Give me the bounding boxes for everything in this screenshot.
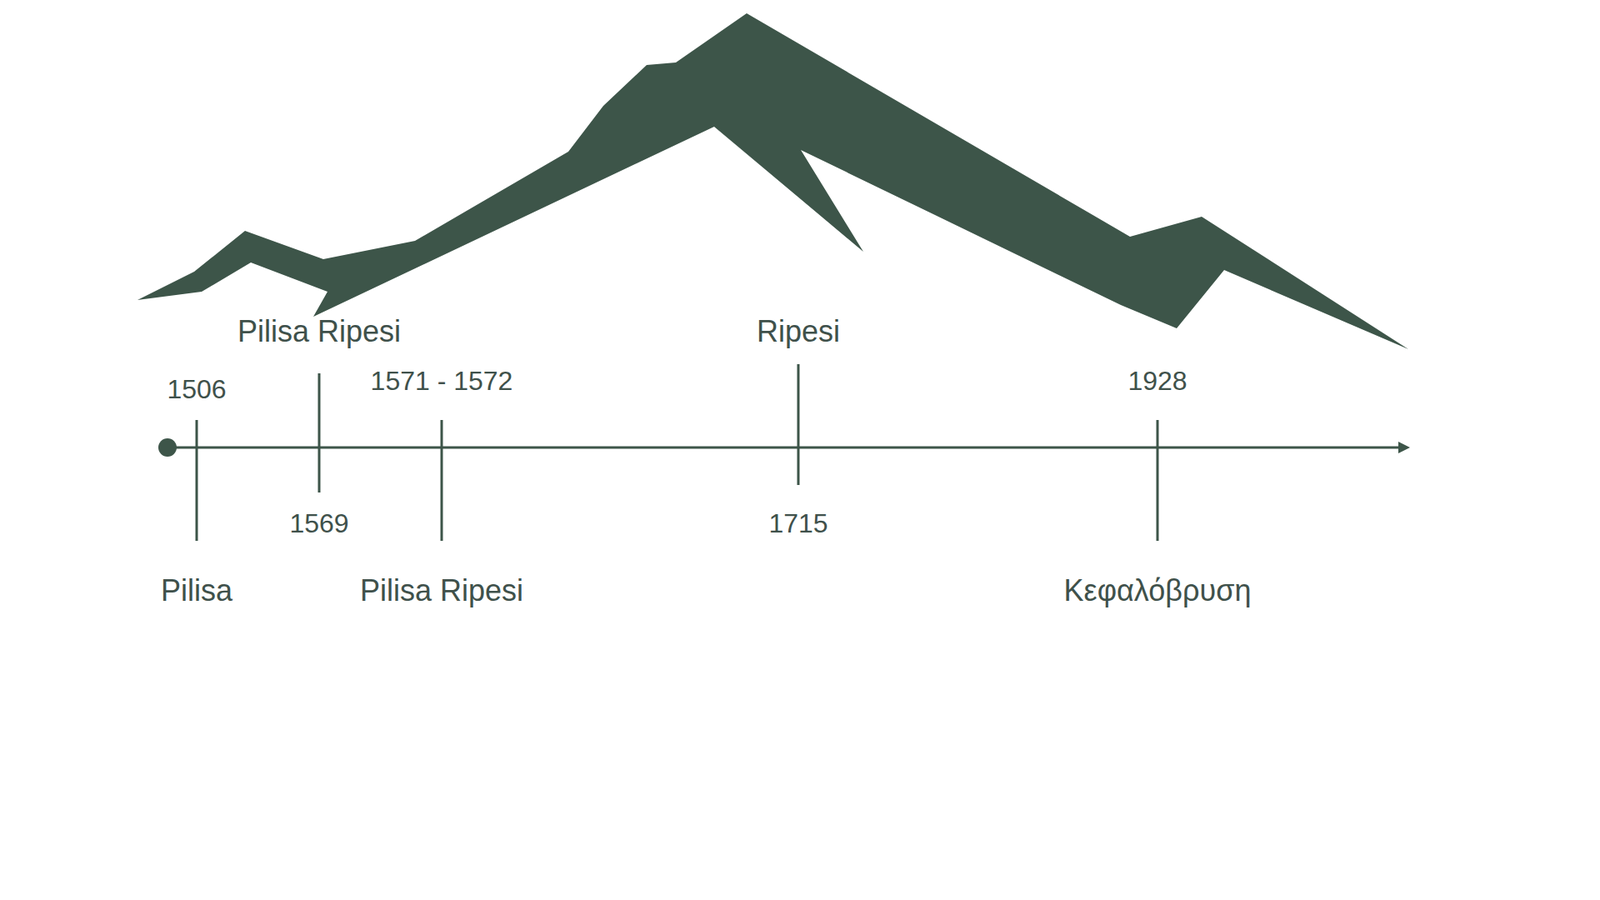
place-name: Pilisa Ripesi [237,314,401,349]
timeline-axis [167,446,1400,450]
mountain-silhouette [137,13,1409,350]
tick-mark [1156,420,1160,541]
year-label: 1506 [166,374,226,405]
year-label: 1928 [1127,365,1187,397]
tick-mark [797,364,800,485]
year-label: 1569 [289,508,349,540]
year-label: 1715 [768,508,828,540]
place-name: Ripesi [756,314,840,349]
place-name: Pilisa [160,573,233,608]
tick-mark [195,420,199,541]
axis-arrowhead [1398,441,1410,454]
axis-start-dot [158,438,177,457]
year-label: 1571 - 1572 [370,365,514,397]
tick-mark [318,373,321,493]
place-name: Κεφαλόβρυση [1064,573,1252,608]
tick-mark [440,420,444,541]
place-name: Pilisa Ripesi [360,573,524,608]
